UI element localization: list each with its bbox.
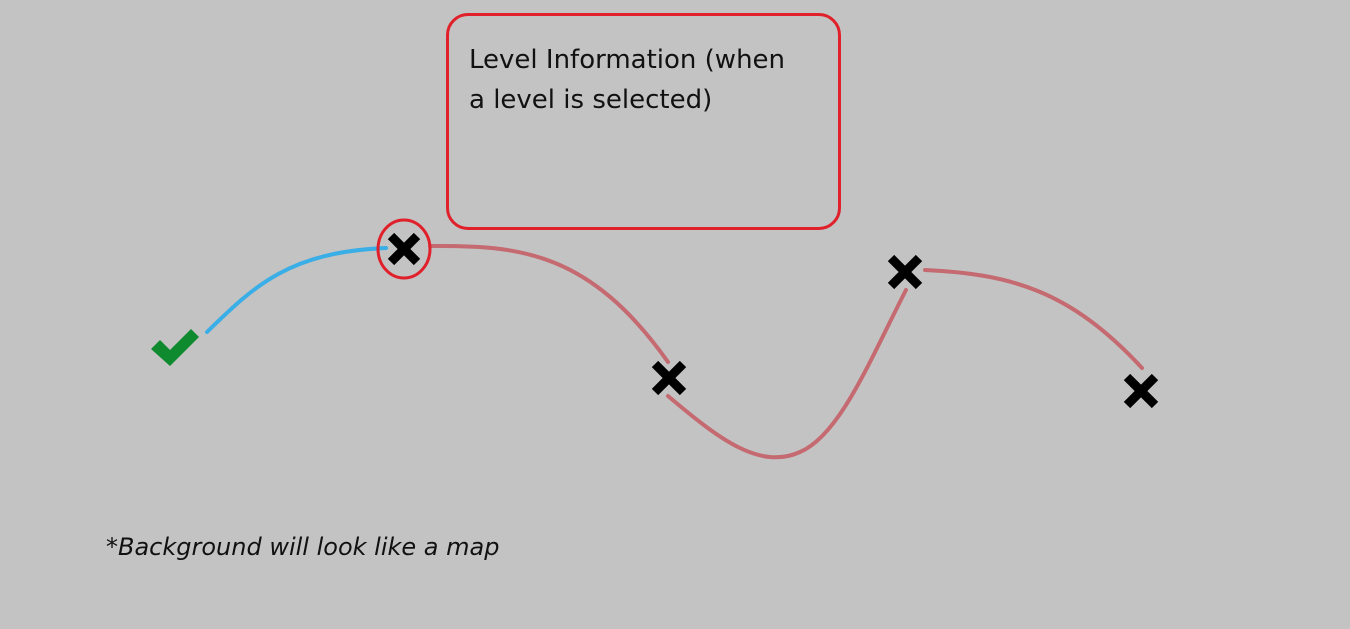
level-info-text: Level Information (when a level is selec… xyxy=(469,45,786,115)
footnote: *Background will look like a map xyxy=(106,533,500,561)
level-node-1[interactable] xyxy=(151,329,199,366)
x-icon xyxy=(1123,373,1159,409)
level-info-panel: Level Information (when a level is selec… xyxy=(446,13,841,230)
level-node-4[interactable] xyxy=(887,254,923,290)
level-node-2[interactable] xyxy=(376,218,432,280)
path-segment-completed xyxy=(205,246,388,334)
x-icon xyxy=(651,360,687,396)
path-segment-locked xyxy=(428,243,670,364)
check-icon xyxy=(151,329,199,366)
path-segment-locked xyxy=(666,288,908,460)
level-node-3[interactable] xyxy=(651,360,687,396)
path-segment-locked xyxy=(923,268,1144,370)
level-node-5[interactable] xyxy=(1123,373,1159,409)
x-icon xyxy=(387,232,421,266)
x-icon xyxy=(887,254,923,290)
selection-ring xyxy=(376,218,432,280)
